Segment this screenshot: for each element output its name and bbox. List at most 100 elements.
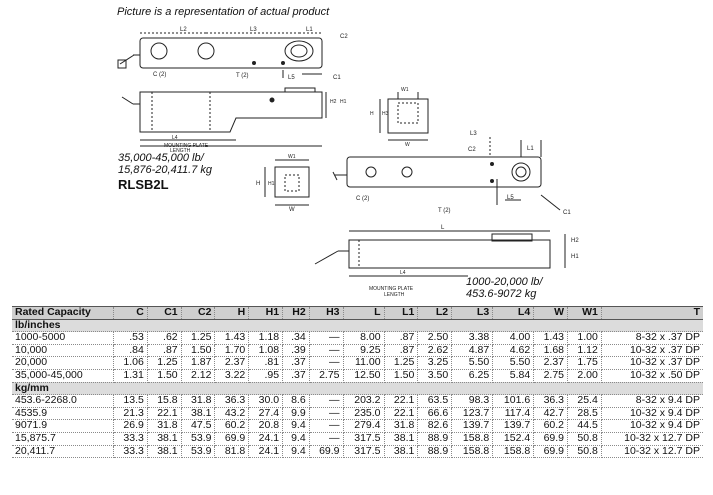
table-cell: 101.6 [492, 395, 535, 408]
table-cell: 38.1 [147, 445, 182, 459]
table-cell: 8.00 [343, 332, 385, 345]
table-cell: 2.12 [181, 369, 216, 383]
small-cell-side-view [314, 230, 566, 277]
dim-c2-top: C2 [340, 34, 348, 40]
table-cell: 1.43 [533, 332, 568, 345]
table-cell: 53.9 [181, 432, 216, 446]
table-cell: .37 [282, 357, 310, 370]
table-cell: 1.00 [567, 332, 602, 345]
length-large: LENGTH [170, 148, 191, 154]
dim-l3-top: L3 [250, 27, 257, 33]
table-cell: 53.9 [181, 445, 216, 459]
column-header: C [113, 306, 148, 320]
table-cell: 1.68 [533, 344, 568, 358]
table-cell: 33.3 [113, 445, 148, 459]
column-header: Rated Capacity [12, 306, 115, 320]
column-header: H2 [282, 306, 310, 320]
table-cell: 35,000-45,000 [12, 369, 115, 383]
table-cell: 1.25 [181, 332, 216, 345]
table-cell: 4.00 [492, 332, 535, 345]
dim-l5-small: L5 [507, 195, 514, 201]
dim-w1-large: W1 [401, 87, 409, 93]
table-cell: 10-32 x .37 DP [601, 344, 703, 358]
table-cell: 9.25 [343, 344, 385, 358]
dim-w1-small: W1 [288, 154, 296, 160]
small-capacity-caption: 1000-20,000 lb/ 453.6-9072 kg [466, 276, 542, 300]
table-cell: 8-32 x .37 DP [601, 332, 703, 345]
table-cell: 88.9 [417, 432, 453, 446]
table-cell: 33.3 [113, 432, 148, 446]
table-cell: 31.8 [147, 420, 182, 433]
dim-l3-small: L3 [470, 131, 477, 137]
dim-c2-small: C2 [468, 147, 476, 153]
table-cell: 158.8 [451, 432, 494, 446]
table-cell: 43.2 [214, 407, 250, 421]
large-capacity-kg: 15,876-20,411.7 kg [118, 164, 212, 176]
table-cell: 1.06 [113, 357, 148, 370]
table-cell: .81 [248, 357, 284, 370]
table-cell: 1.25 [147, 357, 182, 370]
table-cell: 24.1 [248, 432, 284, 446]
table-cell: 31.8 [384, 420, 419, 433]
table-cell: .87 [384, 332, 419, 345]
table-cell: 203.2 [343, 395, 385, 408]
table-cell: 235.0 [343, 407, 385, 421]
table-cell: 24.1 [248, 445, 284, 459]
column-header: W [533, 306, 568, 320]
column-header: H [214, 306, 250, 320]
table-cell: 22.1 [384, 407, 419, 421]
small-cell-top-view [332, 137, 561, 211]
table-cell: 1.75 [567, 357, 602, 370]
table-cell: 20.8 [248, 420, 284, 433]
table-cell: 31.8 [181, 395, 216, 408]
dim-h2-small: H2 [571, 238, 579, 244]
table-cell: 2.37 [214, 357, 250, 370]
table-cell: 4.87 [451, 344, 494, 358]
table-cell: 9.9 [282, 407, 310, 421]
table-cell: 60.2 [214, 420, 250, 433]
table-cell: 8.6 [282, 395, 310, 408]
section-header-row: lb/inches [12, 319, 703, 333]
table-cell: 10-32 x 12.7 DP [601, 432, 703, 446]
dim-h2-large: H2 [330, 99, 337, 105]
table-cell: 44.5 [567, 420, 602, 433]
table-cell: 36.3 [533, 395, 568, 408]
section-title: kg/mm [12, 382, 703, 396]
dim-t-small: T (2) [438, 208, 451, 214]
dim-l2-top: L2 [180, 27, 187, 33]
dim-c1-top: C1 [333, 75, 341, 81]
column-header: L2 [417, 306, 453, 320]
product-note: Picture is a representation of actual pr… [117, 6, 330, 18]
dim-t-top: T (2) [236, 73, 249, 79]
table-cell: 4.62 [492, 344, 535, 358]
table-cell: — [309, 432, 344, 446]
dim-l1-small: L1 [527, 146, 534, 152]
load-cell-drawings: L2 L3 L1 C2 C (2) T (2) L5 C1 L4 MOUNTIN… [117, 27, 579, 298]
table-cell: 1.50 [181, 344, 216, 358]
dim-h-large: H [370, 111, 374, 117]
dim-w-small: W [289, 207, 295, 213]
large-cell-end-view [379, 92, 429, 141]
column-header: C1 [147, 306, 182, 320]
table-cell: 60.2 [533, 420, 568, 433]
table-cell: 36.3 [214, 395, 250, 408]
small-cell-end-view [264, 159, 310, 206]
large-capacity-lb: 35,000-45,000 lb/ [118, 152, 204, 164]
large-capacity-caption: 35,000-45,000 lb/ 15,876-20,411.7 kg [118, 152, 212, 176]
table-cell: 123.7 [451, 407, 494, 421]
small-capacity-kg: 453.6-9072 kg [466, 288, 537, 300]
length-small: LENGTH [384, 292, 405, 298]
table-cell: 152.4 [492, 432, 535, 446]
table-cell: 50.8 [567, 445, 602, 459]
table-cell: 27.4 [248, 407, 284, 421]
table-cell: 63.5 [417, 395, 453, 408]
table-cell: 47.5 [181, 420, 216, 433]
